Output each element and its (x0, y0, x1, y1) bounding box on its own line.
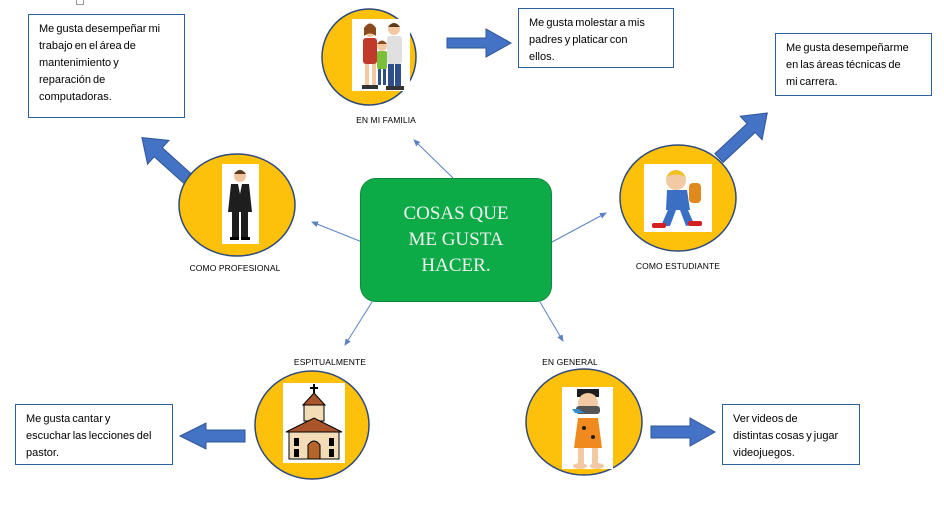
espiritual-line-2: escuchar las lecciones del (26, 430, 152, 442)
general-line-2: distintas cosas y jugar (733, 430, 839, 442)
profesional-line-3: mantenimiento y (39, 57, 119, 69)
connector-espiritual (344, 301, 373, 346)
connector-general (539, 301, 564, 342)
familia-line-1: Me gusta molestar a mis (529, 17, 645, 29)
text-box-profesional: Me gusta desempeñar mi trabajo en el áre… (28, 14, 185, 118)
estudiante-line-3: mi carrera. (786, 76, 838, 88)
label-profesional: COMO PROFESIONAL (189, 263, 281, 273)
connector-profesional (311, 221, 363, 243)
connector-estudiante (551, 212, 607, 243)
estudiante-line-2: en las áreas técnicas de (786, 59, 901, 71)
central-topic-line-3: HACER. (421, 255, 491, 276)
label-estudiante: COMO ESTUDIANTE (635, 261, 721, 271)
profesional-line-5: computadoras. (39, 91, 112, 103)
central-topic: COSAS QUE ME GUSTA HACER. (360, 178, 552, 302)
familia-line-2: padres y platicar con (529, 34, 628, 46)
familia-line-3: ellos. (529, 51, 555, 63)
businessman-icon (222, 164, 259, 244)
block-arrow-profesional (141, 136, 193, 185)
profesional-line-4: reparación de (39, 74, 106, 86)
general-line-3: videojuegos. (733, 447, 795, 459)
student-icon (644, 164, 712, 232)
central-topic-line-1: COSAS QUE (403, 203, 509, 224)
text-box-general: Ver videos de distintas cosas y jugar vi… (722, 404, 860, 465)
label-general: EN GENERAL (542, 357, 598, 367)
estudiante-line-1: Me gusta desempeñarme (786, 42, 909, 54)
block-arrow-espiritual (178, 422, 246, 450)
cartoon-character-icon (562, 387, 613, 469)
connector-familia (413, 139, 454, 179)
label-familia: EN MI FAMILIA (356, 115, 416, 125)
espiritual-line-3: pastor. (26, 447, 60, 459)
block-arrow-familia (446, 28, 513, 58)
profesional-line-2: trabajo en el área de (39, 40, 136, 52)
block-arrow-general (650, 417, 717, 447)
church-icon (283, 383, 345, 463)
page-corner-mark (76, 0, 84, 5)
text-box-espiritual: Me gusta cantar y escuchar las lecciones… (15, 404, 173, 465)
general-line-1: Ver videos de (733, 413, 798, 425)
block-arrow-estudiante (714, 112, 768, 164)
profesional-line-1: Me gusta desempeñar mi (39, 23, 161, 35)
text-box-estudiante: Me gusta desempeñarme en las áreas técni… (775, 33, 932, 96)
central-topic-line-2: ME GUSTA (408, 229, 504, 250)
family-icon (352, 19, 410, 91)
label-espiritual: ESPITUALMENTE (293, 357, 367, 367)
text-box-familia: Me gusta molestar a mis padres y platica… (518, 8, 674, 68)
espiritual-line-1: Me gusta cantar y (26, 413, 111, 425)
